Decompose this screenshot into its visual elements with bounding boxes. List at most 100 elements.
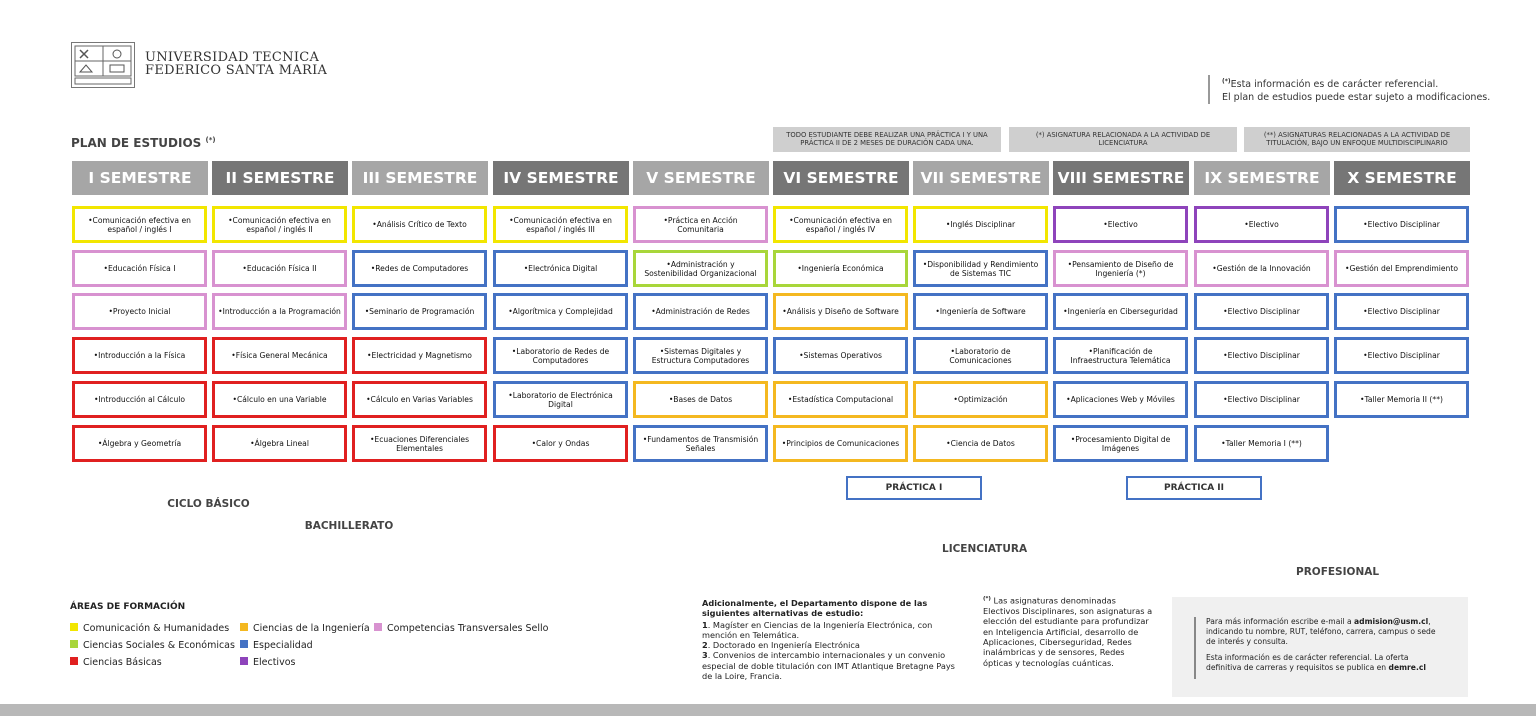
course-box: •Electivo (1053, 206, 1188, 243)
legend-item: Ciencias Básicas (70, 657, 162, 669)
info-text: Para más información escribe e-mail a (1206, 617, 1355, 626)
course-box: •Ciencia de Datos (913, 425, 1048, 462)
course-box: •Práctica en Acción Comunitaria (633, 206, 768, 243)
legend-swatch (70, 623, 78, 631)
legend-swatch (240, 623, 248, 631)
additional-num: 1 (702, 619, 708, 630)
course-box: •Electrónica Digital (493, 250, 628, 287)
course-box: •Comunicación efectiva en español / ingl… (212, 206, 347, 243)
practica-1: PRÁCTICA I (846, 476, 982, 500)
course-box: •Cálculo en una Variable (212, 381, 347, 418)
course-box: •Laboratorio de Electrónica Digital (493, 381, 628, 418)
course-box: •Proyecto Inicial (72, 293, 207, 330)
course-box: •Álgebra y Geometría (72, 425, 207, 462)
course-box: •Gestión del Emprendimiento (1334, 250, 1469, 287)
course-box: •Calor y Ondas (493, 425, 628, 462)
course-box: •Educación Física I (72, 250, 207, 287)
course-box: •Laboratorio de Redes de Computadores (493, 337, 628, 374)
course-box: •Gestión de la Innovación (1194, 250, 1329, 287)
electivos-text: Las asignaturas denominadas Electivos Di… (983, 595, 1153, 668)
course-box: •Pensamiento de Diseño de Ingeniería (*) (1053, 250, 1188, 287)
footer-bar (0, 704, 1536, 716)
legend-swatch (240, 640, 248, 648)
info-email-link[interactable]: admision@usm.cl (1354, 617, 1429, 626)
university-name-line2: FEDERICO SANTA MARIA (145, 63, 328, 78)
practica-2: PRÁCTICA II (1126, 476, 1262, 500)
info-disclaimer: Esta información es de carácter referenc… (1206, 653, 1442, 673)
legend-swatch (374, 623, 382, 631)
legend-item: Especialidad (240, 640, 313, 652)
course-box: •Análisis y Diseño de Software (773, 293, 908, 330)
additional-item: 2. Doctorado en Ingeniería Electrónica (702, 640, 962, 650)
semester-header: V SEMESTRE (633, 161, 769, 195)
semester-header: IX SEMESTRE (1194, 161, 1330, 195)
course-box: •Álgebra Lineal (212, 425, 347, 462)
note-titulacion: (**) ASIGNATURAS RELACIONADAS A LA ACTIV… (1244, 127, 1470, 152)
university-name: UNIVERSIDAD TECNICA FEDERICO SANTA MARIA (145, 51, 327, 77)
course-box: •Inglés Disciplinar (913, 206, 1048, 243)
course-box: •Aplicaciones Web y Móviles (1053, 381, 1188, 418)
course-box: •Ecuaciones Diferenciales Elementales (352, 425, 487, 462)
university-name-line1: UNIVERSIDAD TECNICA (145, 50, 320, 65)
legend-item: Ciencias Sociales & Económicas (70, 640, 235, 652)
semester-header: X SEMESTRE (1334, 161, 1470, 195)
semester-header: VII SEMESTRE (913, 161, 1049, 195)
course-box: •Redes de Computadores (352, 250, 487, 287)
course-box: •Administración y Sostenibilidad Organiz… (633, 250, 768, 287)
info-inner: Para más información escribe e-mail a ad… (1194, 617, 1442, 679)
additional-item: 1. Magíster en Ciencias de la Ingeniería… (702, 620, 962, 641)
course-box: •Fundamentos de Transmisión Señales (633, 425, 768, 462)
course-box: •Taller Memoria I (**) (1194, 425, 1329, 462)
additional-studies: Adicionalmente, el Departamento dispone … (702, 598, 962, 681)
reference-line1: Esta información es de carácter referenc… (1230, 79, 1439, 91)
info-contact: Para más información escribe e-mail a ad… (1206, 617, 1442, 647)
course-box: •Electivo Disciplinar (1334, 337, 1469, 374)
cycle-label: LICENCIATURA (942, 543, 1028, 555)
legend-label: Comunicación & Humanidades (83, 623, 230, 634)
info-text: Esta información es de carácter referenc… (1206, 653, 1409, 672)
electivos-note: (*) Las asignaturas denominadas Electivo… (983, 594, 1153, 668)
reference-mark: (*) (1222, 78, 1231, 85)
cycle-label: PROFESIONAL (1296, 566, 1380, 578)
legend-label: Competencias Transversales Sello (387, 623, 549, 634)
course-box: •Bases de Datos (633, 381, 768, 418)
crest-icon (74, 45, 132, 85)
semester-header: IV SEMESTRE (493, 161, 629, 195)
course-box: •Introducción al Cálculo (72, 381, 207, 418)
course-box: •Educación Física II (212, 250, 347, 287)
info-box: Para más información escribe e-mail a ad… (1172, 597, 1468, 697)
legend-item: Electivos (240, 657, 295, 669)
course-box: •Administración de Redes (633, 293, 768, 330)
course-box: •Algorítmica y Complejidad (493, 293, 628, 330)
course-box: •Optimización (913, 381, 1048, 418)
course-box: •Electivo Disciplinar (1334, 293, 1469, 330)
plan-title: PLAN DE ESTUDIOS (*) (71, 136, 216, 150)
course-box: •Ingeniería Económica (773, 250, 908, 287)
course-box: •Comunicación efectiva en español / ingl… (773, 206, 908, 243)
course-box: •Física General Mecánica (212, 337, 347, 374)
legend-swatch (70, 657, 78, 665)
semester-header: II SEMESTRE (212, 161, 348, 195)
plan-title-text: PLAN DE ESTUDIOS (71, 136, 202, 150)
additional-num: 2 (702, 640, 708, 651)
course-box: •Electivo Disciplinar (1194, 293, 1329, 330)
course-box: •Laboratorio de Comunicaciones (913, 337, 1048, 374)
electivos-mark: (*) (983, 596, 991, 602)
course-box: •Procesamiento Digital de Imágenes (1053, 425, 1188, 462)
info-site-link[interactable]: demre.cl (1388, 663, 1426, 672)
course-box: •Disponibilidad y Rendimiento de Sistema… (913, 250, 1048, 287)
university-logo (71, 42, 135, 88)
legend-label: Ciencias Sociales & Económicas (83, 640, 235, 651)
semester-header: III SEMESTRE (352, 161, 488, 195)
semester-header: VIII SEMESTRE (1053, 161, 1189, 195)
course-box: •Ingeniería en Ciberseguridad (1053, 293, 1188, 330)
course-box: •Ingeniería de Software (913, 293, 1048, 330)
additional-text: . Convenios de intercambio internacional… (702, 650, 955, 682)
course-box: •Electricidad y Magnetismo (352, 337, 487, 374)
course-box: •Electivo Disciplinar (1194, 337, 1329, 374)
course-box: •Principios de Comunicaciones (773, 425, 908, 462)
additional-text: . Magíster en Ciencias de la Ingeniería … (702, 619, 933, 640)
course-box: •Introducción a la Física (72, 337, 207, 374)
course-box: •Electivo Disciplinar (1334, 206, 1469, 243)
legend-item: Competencias Transversales Sello (374, 623, 549, 635)
